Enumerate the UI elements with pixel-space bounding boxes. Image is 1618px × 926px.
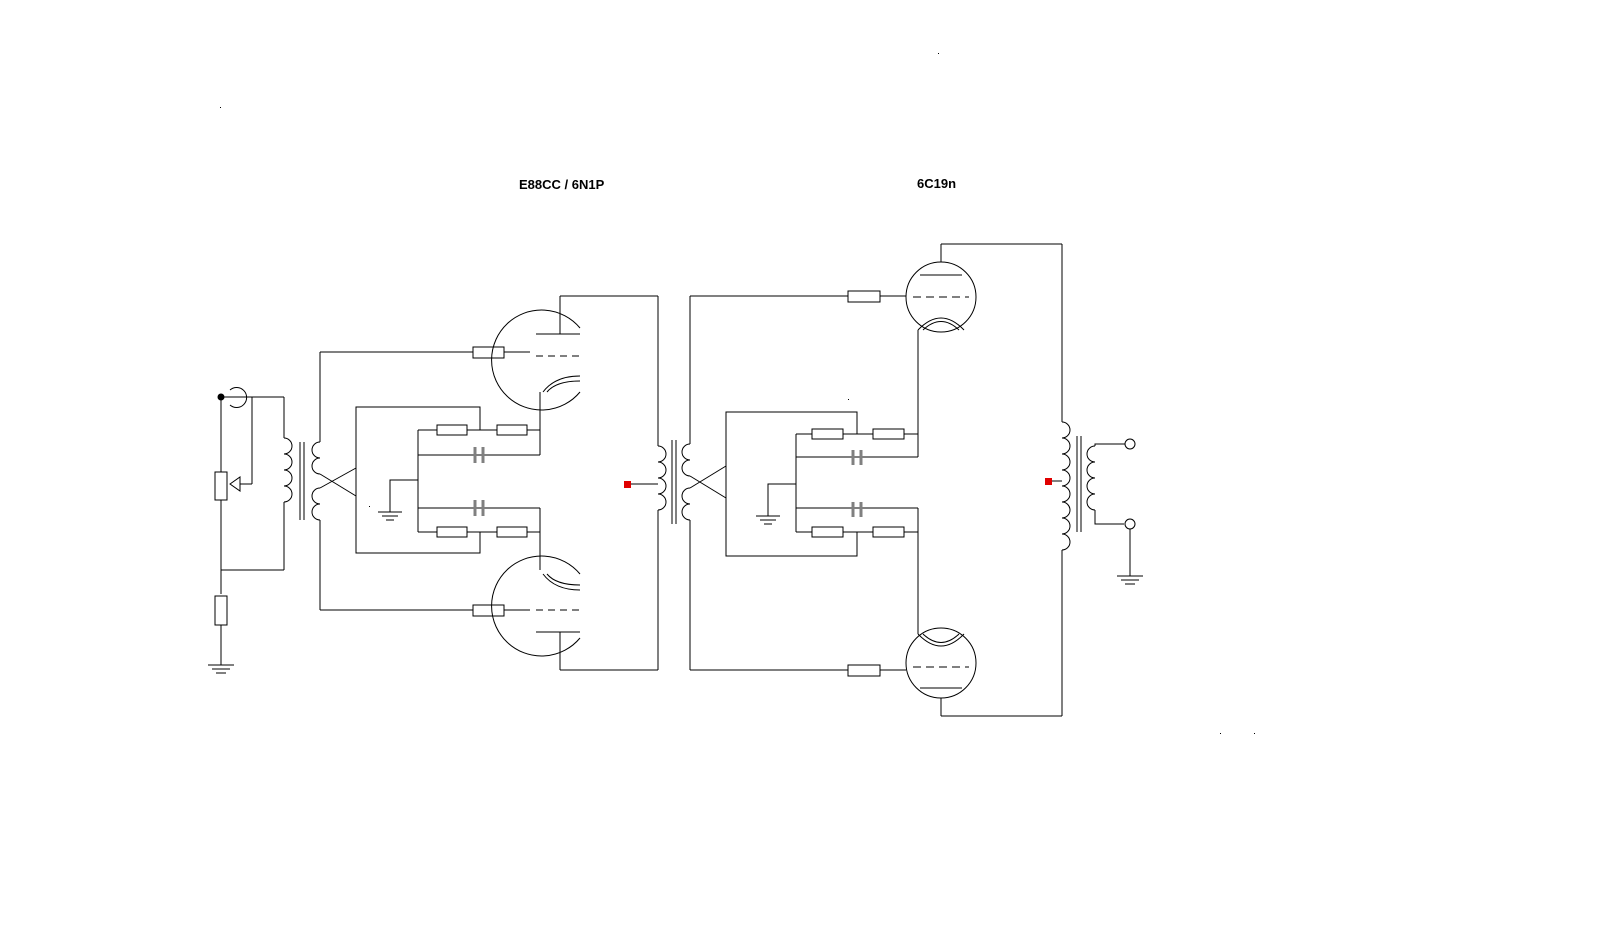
capacitor-icon [851,502,863,517]
stage2-bias-network [725,330,919,634]
grid-resistor [847,290,881,303]
input-wiring [220,396,284,665]
center-tap-marker [1045,478,1052,485]
stage2-tube-label: 6C19n [917,176,957,191]
triode-tube-icon [905,627,1062,717]
resistor-icon [496,526,528,538]
resistor-icon [436,526,468,538]
input-resistor [214,595,228,626]
input-transformer-secondary-wiring [319,351,473,611]
transformer-icon [1048,244,1096,716]
interstage-secondary-wiring [689,295,848,671]
ground-icon [208,664,234,674]
triode-tube-icon [905,243,1062,333]
output-terminal-icon [1124,518,1136,530]
resistor-icon [811,526,844,538]
grid-resistor [847,664,881,677]
ground-icon [756,515,780,525]
triode-tube-icon [491,555,658,671]
capacitor-icon [473,500,485,516]
capacitor-icon [851,450,863,465]
grid-resistor [472,604,505,617]
stage1-tube-label: E88CC / 6N1P [519,177,605,192]
capacitor-icon [473,447,485,463]
resistor-icon [872,428,905,440]
ground-icon [378,511,402,521]
triode-tube-icon [491,295,658,411]
transformer-icon [283,397,321,570]
resistor-icon [496,424,528,436]
grid-resistor [472,346,505,359]
transformer-icon [627,296,691,670]
potentiometer-icon [214,471,241,501]
resistor-icon [872,526,905,538]
center-tap-marker [624,481,631,488]
ground-icon [1117,575,1143,585]
stage1-bias-network [355,392,541,570]
output-terminal-icon [1124,438,1136,450]
resistor-icon [811,428,844,440]
resistor-icon [436,424,468,436]
output-wiring [1094,443,1131,576]
